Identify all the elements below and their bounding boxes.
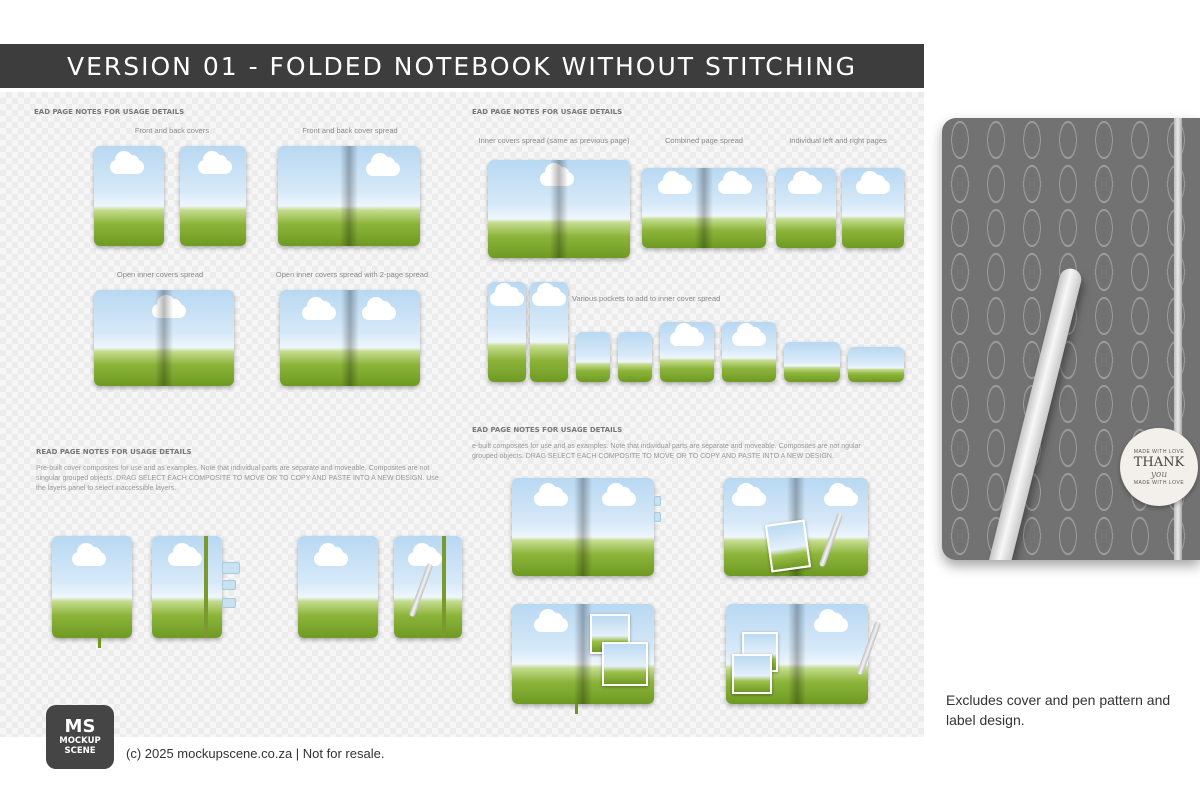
section-note: Pre-built cover composites for use and a… [36, 465, 439, 492]
mockup-inner-covers[interactable] [488, 160, 630, 258]
mockup-left-page[interactable] [776, 168, 836, 248]
composite-open-spread[interactable] [512, 478, 654, 576]
sticker-top-text: MADE WITH LOVE [1133, 448, 1185, 455]
pocket-tab [222, 562, 240, 574]
elastic-band [1174, 118, 1182, 560]
section-note: e-built composites for use and as exampl… [472, 443, 861, 460]
mockup-pocket-tall-1[interactable] [488, 282, 526, 382]
artboard: EAD PAGE NOTES FOR USAGE DETAILS Front a… [0, 92, 924, 737]
caption: Front and back covers [134, 126, 210, 135]
ribbon-marker [98, 638, 101, 648]
page-banner: VERSION 01 - FOLDED NOTEBOOK WITHOUT STI… [0, 44, 924, 88]
mockup-back-cover[interactable] [180, 146, 246, 246]
ribbon-marker [575, 704, 578, 714]
sticker-bottom-text: MADE WITH LOVE [1133, 479, 1185, 486]
banner-title: VERSION 01 - FOLDED NOTEBOOK WITHOUT STI… [66, 51, 858, 81]
caption: Open inner covers spread [116, 270, 204, 279]
mockup-pocket-medium-1[interactable] [660, 322, 714, 382]
mockup-combined-page-spread[interactable] [642, 168, 766, 248]
mockup-right-page[interactable] [842, 168, 904, 248]
pocket-tab [654, 496, 661, 506]
composite-spread-photos[interactable] [512, 604, 654, 704]
caption: Various pockets to add to inner cover sp… [572, 294, 721, 303]
photo-insert [732, 654, 772, 694]
caption: Individual left and right pages [789, 136, 887, 145]
pocket-tab [654, 512, 661, 522]
mockup-pocket-tall-2[interactable] [530, 282, 568, 382]
composite-cover-back[interactable] [152, 536, 222, 638]
caption: Inner covers spread (same as previous pa… [478, 136, 630, 145]
mockup-inner-covers-spread[interactable] [94, 290, 234, 386]
photo-insert [602, 642, 648, 686]
caption: Open inner covers spread with 2-page spr… [275, 270, 429, 279]
excludes-note: Excludes cover and pen pattern and label… [946, 692, 1171, 728]
mockup-pocket-medium-2[interactable] [722, 322, 776, 382]
caption: Combined page spread [665, 136, 743, 145]
section-heading: READ PAGE NOTES FOR USAGE DETAILS [36, 448, 192, 456]
logo-line1: MOCKUP [59, 736, 101, 746]
mockup-front-cover[interactable] [94, 146, 164, 246]
caption: Front and back cover spread [302, 126, 398, 135]
logo-mark: MS [64, 716, 96, 737]
sticker-main-text: THANK [1133, 454, 1185, 470]
composite-cover-front[interactable] [52, 536, 132, 638]
mockup-pocket-wide-2[interactable] [848, 347, 904, 382]
section-heading: EAD PAGE NOTES FOR USAGE DETAILS [34, 108, 185, 116]
logo-line2: SCENE [64, 746, 96, 756]
sticker-sub-text: you [1150, 469, 1168, 480]
footer-copyright: (c) 2025 mockupscene.co.za | Not for res… [126, 746, 385, 761]
mockup-pocket-wide-1[interactable] [784, 342, 840, 382]
mockup-inner-two-page-spread[interactable] [280, 290, 420, 386]
thank-you-sticker: MADE WITH LOVE THANK you MADE WITH LOVE [1120, 428, 1198, 506]
section-heading: EAD PAGE NOTES FOR USAGE DETAILS [472, 426, 623, 434]
product-notebook-photo: MADE WITH LOVE THANK you MADE WITH LOVE [942, 118, 1200, 560]
pocket-tab [222, 580, 236, 590]
composite-cover-front-strap[interactable] [298, 536, 378, 638]
pen-icon [982, 266, 1084, 560]
composite-cover-back-pen[interactable] [394, 536, 462, 638]
mockup-cover-spread[interactable] [278, 146, 420, 246]
section-heading: EAD PAGE NOTES FOR USAGE DETAILS [472, 108, 623, 116]
mockup-pocket-small-2[interactable] [618, 332, 652, 382]
brand-logo[interactable]: MS MOCKUP SCENE [46, 705, 114, 769]
photo-insert [764, 519, 812, 573]
mockup-pocket-small-1[interactable] [576, 332, 610, 382]
pocket-tab [222, 598, 236, 608]
